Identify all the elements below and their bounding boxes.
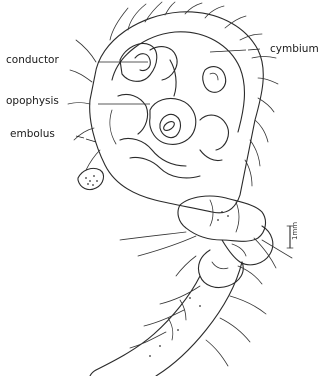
cymbium-outline (90, 12, 264, 213)
palp-segments (178, 196, 273, 287)
label-cymbium: cymbium (270, 43, 319, 55)
label-embolus: embolus (10, 128, 55, 140)
label-opophysis: opophysis (6, 95, 59, 107)
leg-setae (120, 232, 292, 366)
embolus-shape (78, 168, 103, 189)
scale-bar: 1mm (287, 222, 299, 248)
setae (68, 2, 278, 186)
label-conductor: conductor (6, 54, 59, 66)
palp-femur (90, 262, 242, 376)
bulb-structures (110, 43, 228, 177)
scale-bar-label: 1mm (291, 222, 299, 240)
leader-lines (76, 49, 260, 142)
